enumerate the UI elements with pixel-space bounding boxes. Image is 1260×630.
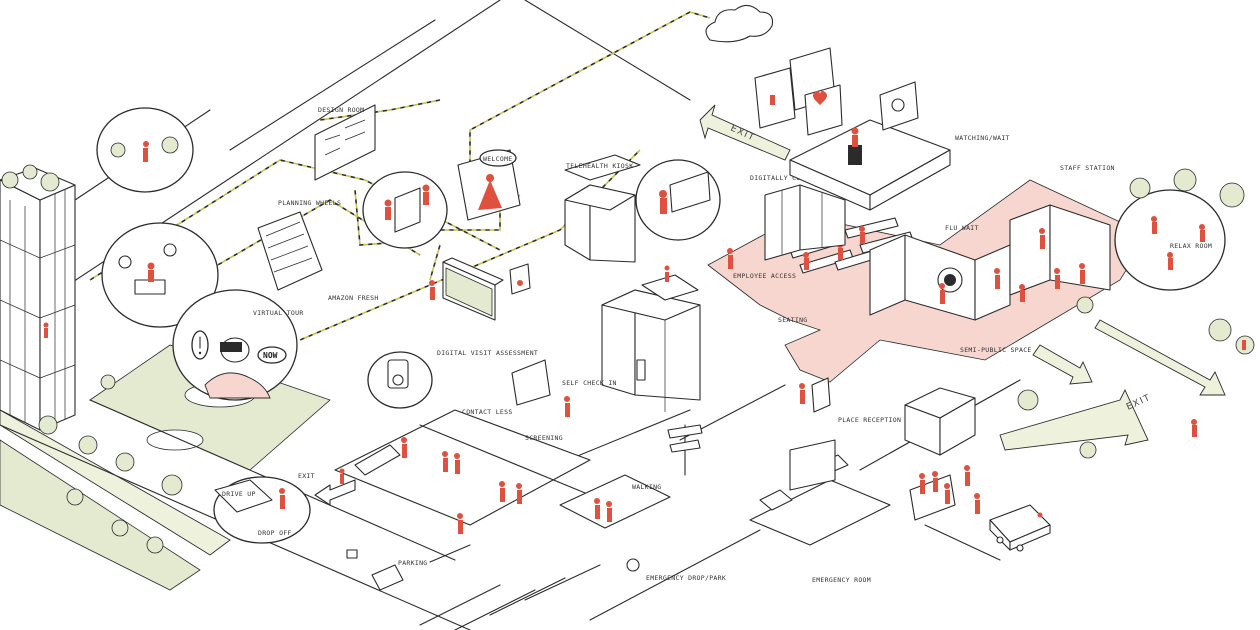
self-check-in-label: SELF CHECK IN: [562, 379, 617, 387]
self-check-in: SELF CHECK IN: [511, 359, 617, 417]
screening-label: SCREENING: [525, 434, 563, 442]
exit-right-label: EXIT: [1125, 393, 1153, 413]
cloud-icon: [705, 4, 774, 43]
digital-visit-assessment-label: DIGITAL VISIT ASSESSMENT: [437, 349, 538, 357]
left-building: [0, 164, 76, 431]
drive-up-label: DRIVE UP: [222, 490, 256, 498]
employee-access-label: EMPLOYEE ACCESS: [733, 272, 796, 280]
road-left-band: [0, 409, 231, 556]
floating-screens: [754, 47, 843, 136]
drop-off-label: DROP OFF: [258, 529, 292, 537]
staff-platform: WATCHING/WAIT: [789, 81, 1010, 211]
staff-station-label: STAFF STATION: [1060, 164, 1115, 172]
emergency-area: EMERGENCY ROOM PLACE RECEPTION: [749, 377, 1001, 584]
right-trees: [1017, 168, 1255, 459]
flu-wait-label: FLU WAIT: [945, 224, 979, 232]
bubble-virtual-tour: VIRTUAL TOUR NOW: [172, 289, 304, 401]
bubble-telehealth: [635, 159, 721, 241]
seating-label: SEATING: [778, 316, 808, 324]
entrance-lobby: CONTACT LESS SCREENING: [334, 408, 591, 526]
bubble-relax-room: RELAX ROOM: [1114, 189, 1226, 291]
planning-wheels-label: PLANNING WHEELS: [278, 199, 341, 207]
emergency-drop-off-label: EMERGENCY DROP/PARK: [646, 574, 726, 582]
lawn-street-strip: [0, 439, 201, 591]
bubble-digital-assessment: DIGITAL VISIT ASSESSMENT: [367, 349, 538, 409]
central-booths: [601, 265, 701, 412]
bubble-home-office: [101, 222, 219, 328]
street-trees: [38, 374, 183, 554]
exit-arrows-right: EXIT: [999, 319, 1246, 451]
exit-left-label: EXIT: [298, 472, 315, 480]
planning-wheels-panel: PLANNING WHEELS: [257, 199, 341, 291]
emergency-room-label: EMERGENCY ROOM: [812, 576, 871, 584]
signpost: [667, 424, 703, 476]
now-speech: NOW: [263, 351, 278, 360]
design-room-panel: DESIGN ROOM: [314, 104, 376, 181]
heart-icon: [813, 90, 827, 105]
amazon-fresh-display: AMAZON FRESH: [328, 257, 504, 321]
bubble-video-call: [362, 171, 448, 249]
exam-rooms: FLU WAIT STAFF STATION: [869, 164, 1115, 321]
walking-label: WALKING: [632, 483, 662, 491]
emergency-drop-pin: EMERGENCY DROP/PARK: [626, 558, 726, 582]
place-reception-label: PLACE RECEPTION: [838, 416, 901, 424]
walking-platform: WALKING: [559, 474, 671, 529]
telehealth-kiosk-label: TELEHEALTH KIOSK: [566, 162, 633, 170]
info-kiosk: [509, 263, 531, 295]
amazon-fresh-label: AMAZON FRESH: [328, 294, 379, 302]
design-room-label: DESIGN ROOM: [318, 106, 364, 114]
bubble-drop-off: DRIVE UP DROP OFF: [213, 476, 311, 544]
relax-room-label: RELAX ROOM: [1170, 242, 1212, 250]
ambulance-icon: [989, 504, 1051, 552]
parking-label: PARKING: [398, 559, 428, 567]
parking-lot: PARKING: [346, 513, 601, 630]
virtual-tour-label: VIRTUAL TOUR: [253, 309, 304, 317]
bubble-rooftop: [96, 107, 194, 193]
semi-public-space-label: SEMI-PUBLIC SPACE: [960, 346, 1032, 354]
watching-wait-label: WATCHING/WAIT: [955, 134, 1010, 142]
welcome-label: WELCOME: [483, 155, 513, 163]
exclamation-icon: [191, 330, 209, 360]
telehealth-kiosk: TELEHEALTH KIOSK: [564, 154, 641, 263]
contact-less-label: CONTACT LESS: [462, 408, 513, 416]
exit-arrow-left: EXIT: [298, 472, 356, 506]
welcome-screen: WELCOME: [457, 149, 521, 221]
